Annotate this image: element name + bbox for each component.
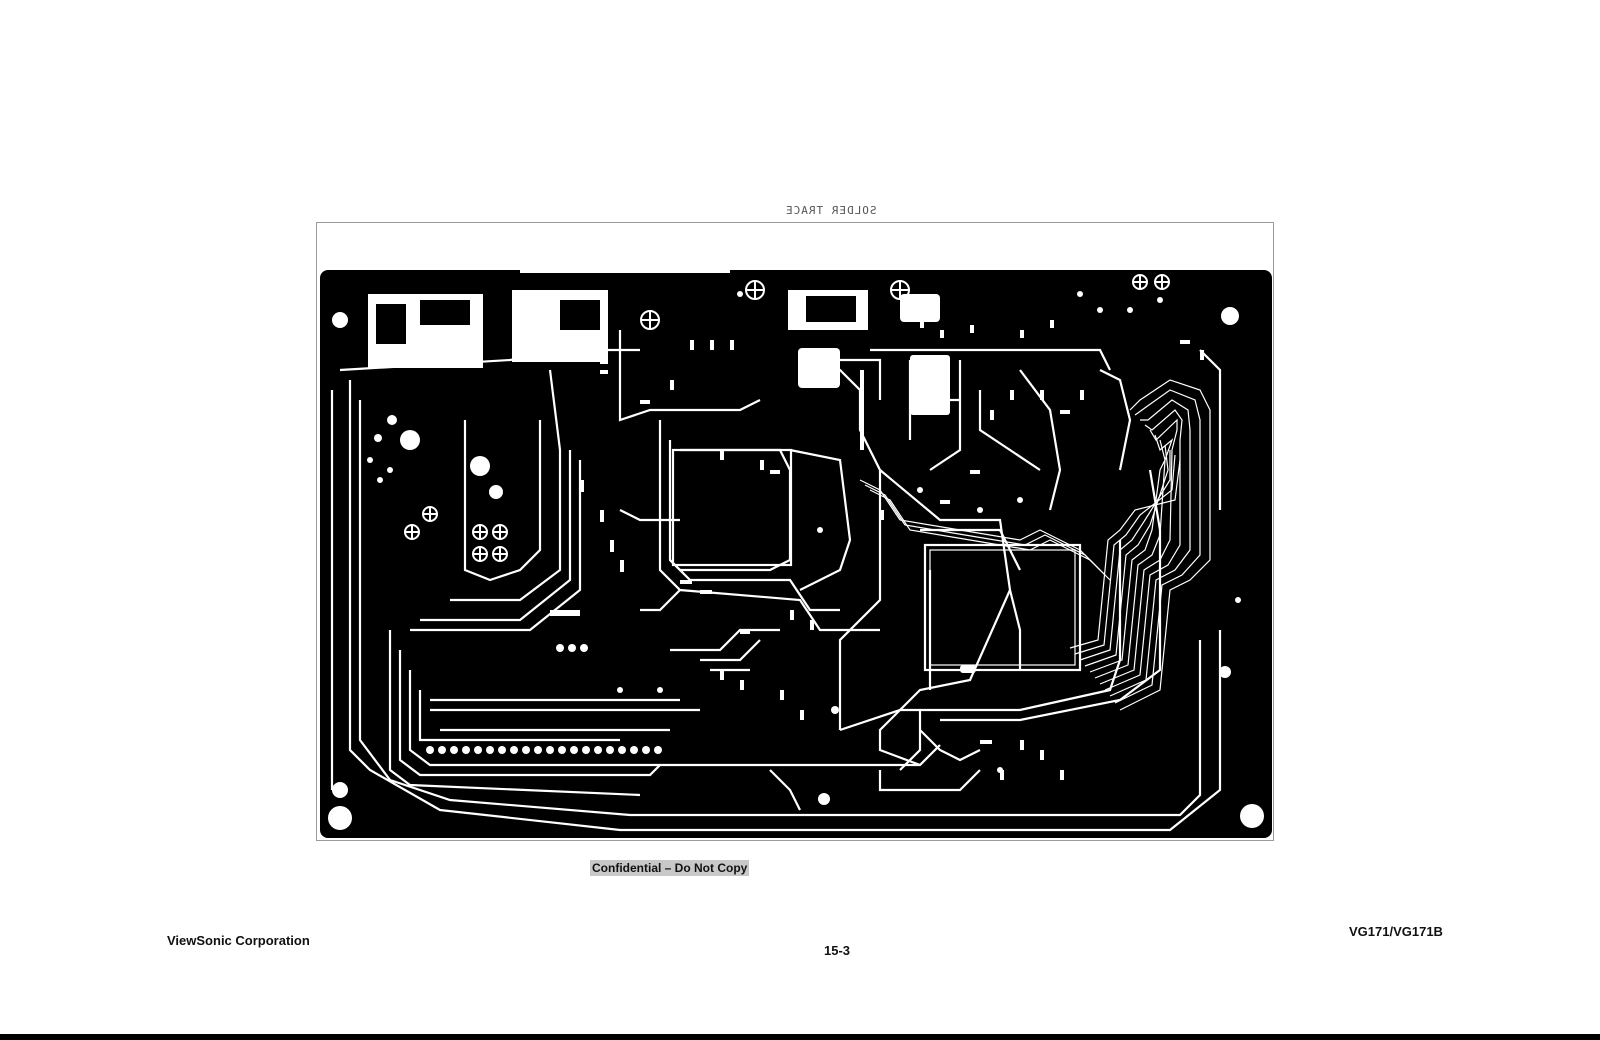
via-icon [367, 291, 1163, 773]
crosshair-pad-icon [404, 274, 1170, 562]
page-number: 15-3 [824, 943, 851, 958]
bottom-edge-bar [0, 1034, 1600, 1040]
model-number: VG171/VG171B [1349, 924, 1443, 939]
pcb-solder-trace-figure [320, 270, 1272, 838]
board-side-label: SOLDER TRACE [785, 204, 877, 217]
mounting-hole-icon [328, 307, 1264, 830]
confidential-notice: Confidential – Do Not Copy [590, 860, 750, 876]
company-name: ViewSonic Corporation [167, 933, 310, 948]
ic-footprint-icon [671, 448, 1082, 673]
